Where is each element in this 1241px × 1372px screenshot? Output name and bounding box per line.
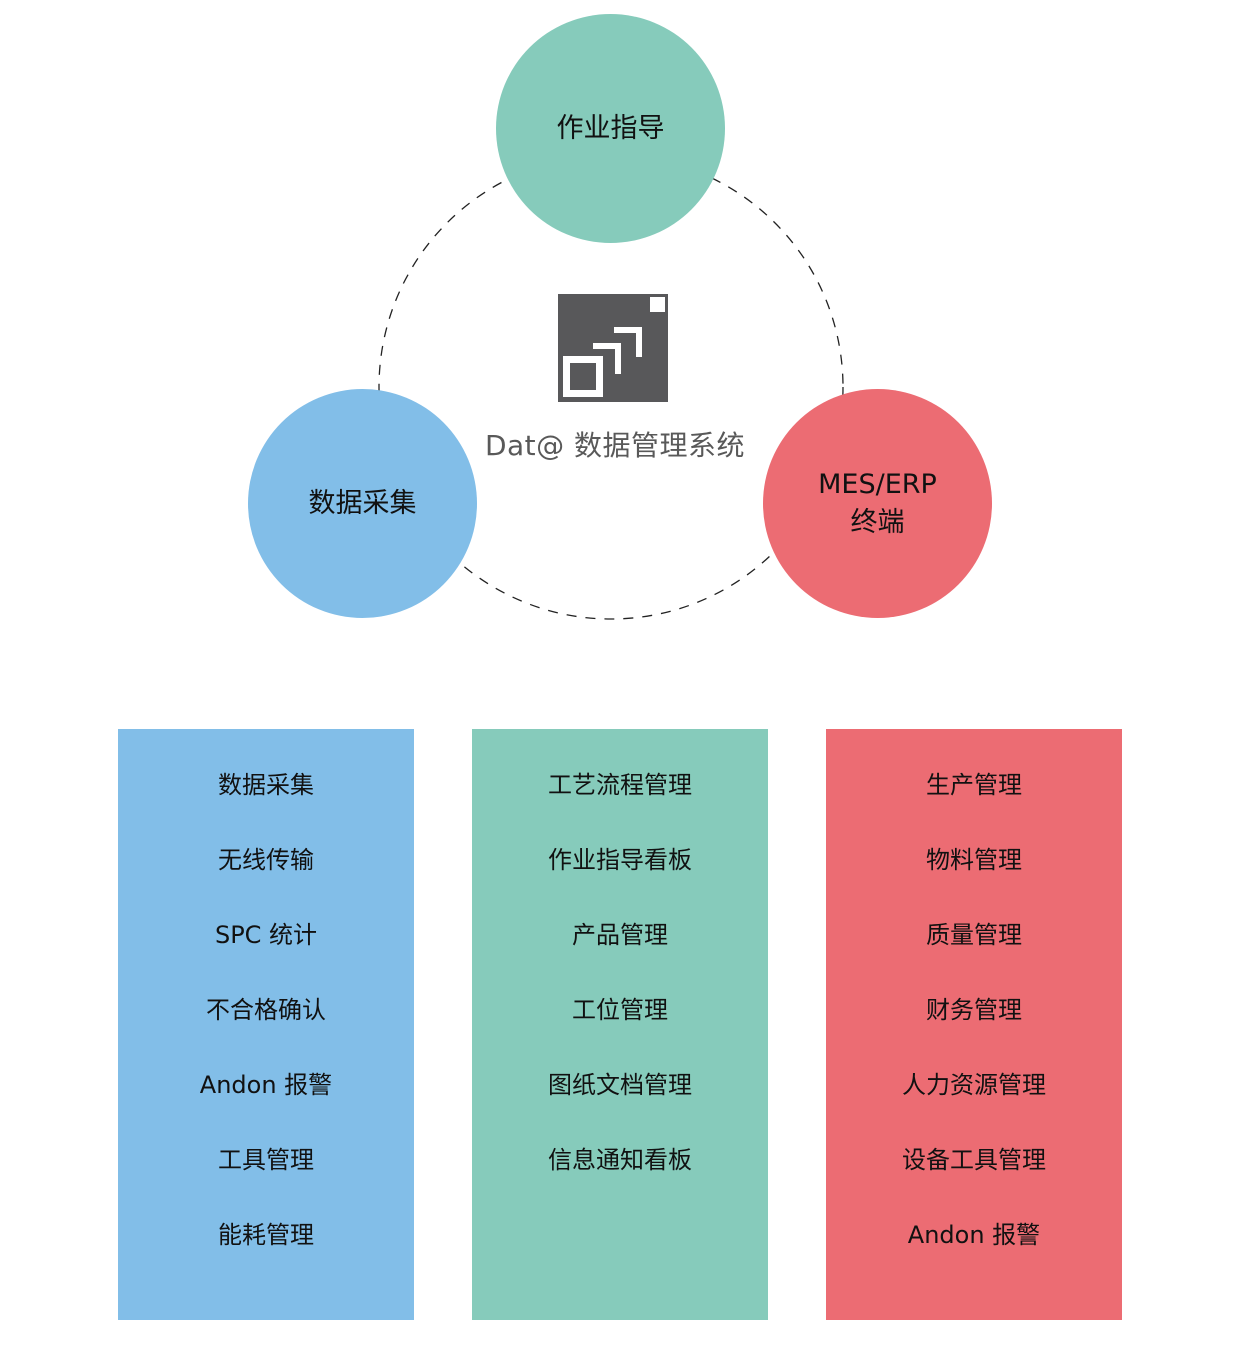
list-item: 质量管理	[926, 921, 1022, 949]
list-item: 数据采集	[218, 771, 314, 799]
list-item: 产品管理	[572, 921, 668, 949]
list-item: 能耗管理	[218, 1221, 314, 1249]
list-item: 人力资源管理	[902, 1071, 1046, 1099]
list-item: 工位管理	[572, 996, 668, 1024]
list-item: Andon 报警	[199, 1071, 333, 1099]
node-mes-erp-label-line2: 终端	[850, 506, 905, 538]
list-item: 财务管理	[926, 996, 1022, 1024]
list-item: 图纸文档管理	[548, 1071, 692, 1099]
panel-data-collection-list: 数据采集 无线传输 SPC 统计 不合格确认 Andon 报警 工具管理 能耗管…	[118, 767, 414, 1292]
system-title: Dat@ 数据管理系统	[484, 429, 746, 462]
panel-mes-erp-list: 生产管理 物料管理 质量管理 财务管理 人力资源管理 设备工具管理 Andon …	[826, 767, 1122, 1292]
panel-data-collection: 数据采集 无线传输 SPC 统计 不合格确认 Andon 报警 工具管理 能耗管…	[118, 729, 414, 1320]
list-item: 无线传输	[218, 846, 314, 874]
node-work-guidance-label: 作业指导	[556, 112, 665, 144]
node-mes-erp: MES/ERP 终端	[763, 389, 992, 618]
list-item: 工艺流程管理	[548, 771, 692, 799]
list-item: 不合格确认	[206, 996, 326, 1024]
list-item: 作业指导看板	[548, 846, 692, 874]
dat-logo-icon	[558, 294, 668, 402]
node-data-collection-label: 数据采集	[308, 487, 417, 519]
node-mes-erp-label-line1: MES/ERP	[818, 468, 937, 500]
list-item: 工具管理	[218, 1146, 314, 1174]
panel-mes-erp: 生产管理 物料管理 质量管理 财务管理 人力资源管理 设备工具管理 Andon …	[826, 729, 1122, 1320]
list-item: SPC 统计	[214, 921, 318, 949]
panel-work-guidance-list: 工艺流程管理 作业指导看板 产品管理 工位管理 图纸文档管理 信息通知看板	[472, 767, 768, 1217]
list-item: 物料管理	[926, 846, 1022, 874]
list-item: Andon 报警	[907, 1221, 1041, 1249]
list-item: 设备工具管理	[902, 1146, 1046, 1174]
list-item: 生产管理	[926, 771, 1022, 799]
node-data-collection: 数据采集	[248, 389, 477, 618]
node-work-guidance: 作业指导	[496, 14, 725, 243]
panel-work-guidance: 工艺流程管理 作业指导看板 产品管理 工位管理 图纸文档管理 信息通知看板	[472, 729, 768, 1320]
list-item: 信息通知看板	[548, 1146, 692, 1174]
